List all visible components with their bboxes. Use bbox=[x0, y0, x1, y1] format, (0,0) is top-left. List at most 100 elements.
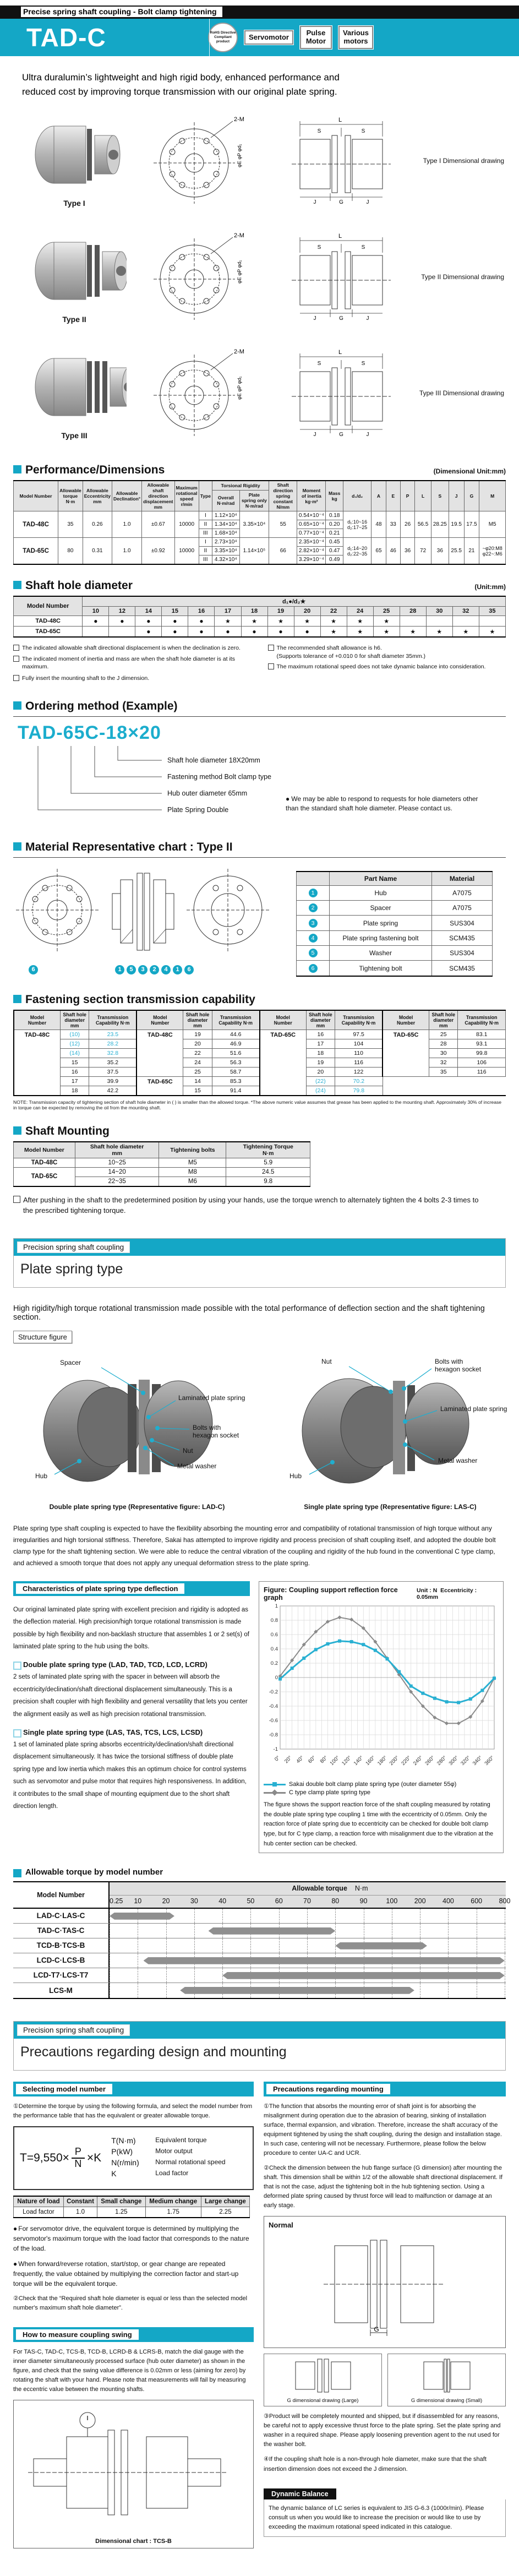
circle bbox=[179, 414, 185, 420]
td: 0.49 bbox=[325, 555, 343, 565]
torque-model: TAD-C·TAS-C bbox=[13, 1923, 110, 1938]
size-header: 28 bbox=[399, 606, 427, 616]
text: 360° bbox=[483, 1755, 495, 1767]
td: 2.35×10⁻⁴ bbox=[297, 537, 326, 547]
rect bbox=[457, 1701, 461, 1704]
th: Torsional Rigidity bbox=[211, 480, 270, 491]
span: P bbox=[71, 2146, 85, 2159]
g-dimension-label: G bbox=[374, 2326, 379, 2333]
size-header: 22 bbox=[320, 606, 347, 616]
rect bbox=[444, 2359, 446, 2393]
td: 3.35×10⁴ bbox=[211, 546, 240, 555]
material-section-header: Material Representative chart : Type II bbox=[13, 841, 506, 854]
material-figure: 6 1 5 3 2 4 1 6 bbox=[13, 863, 272, 979]
capability-cell: 32.8 bbox=[89, 1048, 137, 1058]
characteristics-banner: Characteristics of plate spring type def… bbox=[13, 1581, 250, 1596]
circle bbox=[179, 182, 185, 188]
diameter-cell: (12) bbox=[60, 1038, 90, 1049]
td: SCM435 bbox=[431, 930, 493, 946]
note: The indicated moment of inertia and mass… bbox=[13, 655, 252, 671]
td: 1.75 bbox=[145, 2206, 201, 2218]
td: 10~25 bbox=[74, 1157, 160, 1168]
torque-row: TAD-C·TAS-C bbox=[13, 1923, 506, 1938]
gridline bbox=[335, 1908, 336, 1923]
th: Shaft hole diameter mm bbox=[60, 1010, 90, 1030]
graph-caption: The figure shows the support reaction fo… bbox=[264, 1801, 494, 1847]
text: 100° bbox=[329, 1755, 341, 1767]
size-header: 16 bbox=[188, 606, 215, 616]
capability-cell: 46.9 bbox=[211, 1038, 260, 1049]
g bbox=[154, 237, 235, 320]
circle bbox=[169, 381, 176, 387]
th: Shaft direction spring constant N/mm bbox=[269, 480, 298, 511]
circle bbox=[403, 1442, 407, 1447]
g bbox=[330, 1386, 407, 1464]
circle bbox=[330, 1459, 335, 1464]
capability-cell: 83.1 bbox=[457, 1029, 506, 1039]
circle bbox=[42, 885, 48, 891]
graph-legend: Sakai double bolt clamp plate spring typ… bbox=[264, 1781, 499, 1796]
td: ±0.67 bbox=[141, 511, 175, 538]
swing-banner-label: How to measure coupling swing bbox=[16, 2329, 139, 2340]
model-cell: TAD-48C bbox=[136, 1029, 184, 1077]
gridline bbox=[307, 1938, 308, 1953]
torque-row: LCS-M bbox=[13, 1983, 506, 1998]
torque-tick: 50 bbox=[247, 1897, 255, 1905]
callout-lines bbox=[37, 745, 162, 810]
torque-row: LAD-C·LAS-C bbox=[13, 1908, 506, 1924]
selecting-banner: Selecting model number bbox=[13, 2081, 254, 2096]
td: 1.0 bbox=[63, 2206, 98, 2218]
mounting-precaution-4: ④If the coupling shaft hole is a non-thr… bbox=[264, 2456, 487, 2472]
circle bbox=[179, 298, 185, 304]
td: 10000 bbox=[174, 537, 199, 565]
top-strip: Precise spring shaft coupling - Bolt cla… bbox=[0, 6, 519, 19]
th: Model Number bbox=[13, 1141, 75, 1158]
th: Mass kg bbox=[325, 480, 343, 511]
th: d₁/d₂ bbox=[342, 480, 372, 511]
label-spacer: Spacer bbox=[60, 1358, 81, 1366]
td: 1 bbox=[296, 885, 330, 901]
capability-cell: 97.5 bbox=[335, 1029, 383, 1039]
g-small-drawing bbox=[423, 2359, 470, 2393]
div: Precision spring shaft coupling bbox=[14, 2021, 505, 2039]
td: 33 bbox=[385, 511, 401, 538]
rect bbox=[302, 1656, 306, 1660]
td: M5 bbox=[159, 1157, 227, 1168]
characteristics-section: Characteristics of plate spring type def… bbox=[13, 1581, 506, 1853]
th: L bbox=[414, 480, 431, 511]
diameter-cell: 32 bbox=[429, 1057, 458, 1068]
rect bbox=[112, 893, 121, 930]
td: I bbox=[198, 511, 212, 520]
diameter-cell: 15 bbox=[60, 1057, 90, 1068]
size-header: 10 bbox=[82, 606, 110, 616]
diameter-cell: 28 bbox=[429, 1038, 458, 1049]
text: 180° bbox=[376, 1755, 389, 1767]
graph-title: Figure: Coupling support reflection forc… bbox=[264, 1586, 398, 1602]
th: Shaft hole diameter mm bbox=[183, 1010, 212, 1030]
torque-model: LCD-T7·LCS-T7 bbox=[13, 1968, 110, 1983]
type-side-view: L S S J G J bbox=[264, 347, 418, 439]
td: 66 bbox=[269, 537, 298, 565]
text: 0.4 bbox=[271, 1646, 278, 1652]
torque-chart-title: Allowable torque by model number bbox=[13, 1867, 163, 1877]
circle bbox=[389, 1389, 393, 1394]
strip-label: Precise spring shaft coupling - Bolt cla… bbox=[21, 7, 222, 17]
ordering-section-header: Ordering method (Example) bbox=[13, 700, 506, 713]
label-nut: Nut bbox=[321, 1357, 332, 1365]
circle bbox=[403, 1419, 407, 1424]
size-header: 18 bbox=[241, 606, 268, 616]
gridline bbox=[250, 1908, 252, 1923]
rect bbox=[120, 879, 133, 944]
td: 17.5 bbox=[463, 511, 480, 538]
diameter-cell: 16 bbox=[305, 1029, 336, 1039]
dim-J: J bbox=[314, 315, 316, 322]
g bbox=[295, 2359, 351, 2393]
td: 1.14×10⁵ bbox=[239, 537, 270, 565]
dim-J: J bbox=[367, 199, 369, 205]
swing-figure-box: Dimensional chart : TCS-B bbox=[13, 2400, 254, 2549]
performance-unit: (Dimensional Unit:mm) bbox=[433, 467, 506, 475]
text: 0° bbox=[274, 1755, 281, 1762]
